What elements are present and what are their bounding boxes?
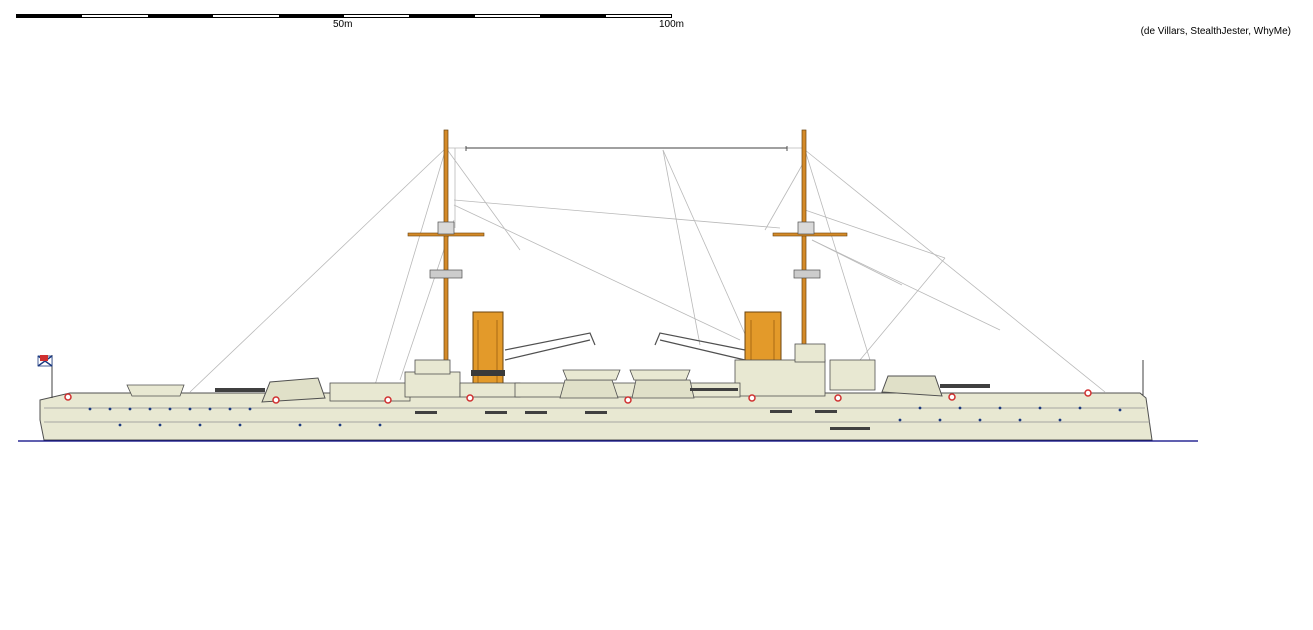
scale-bar: [16, 14, 672, 18]
scale-segment-dark: [147, 15, 214, 17]
scale-segment-dark: [540, 15, 606, 17]
fore-turret: [261, 377, 326, 403]
scale-segment-dark: [17, 15, 83, 17]
scale-segment-light: [474, 15, 541, 17]
hull: [39, 392, 1153, 441]
scale-segment-light: [344, 15, 410, 17]
scale-segment-light: [82, 15, 148, 17]
life-rings: [64, 389, 1092, 404]
scale-label-end: 100m: [659, 19, 685, 30]
aft-turret: [881, 375, 943, 397]
casemate-guns: [415, 410, 870, 430]
boats: [126, 369, 691, 397]
scale-label-mid: 50m: [333, 19, 353, 30]
cranes: [504, 332, 746, 361]
scale-segment-dark: [278, 15, 345, 17]
scale-segment-light: [605, 15, 672, 17]
portholes: [88, 406, 1122, 427]
rigging: [189, 147, 1106, 393]
scale-segment-dark: [409, 15, 475, 17]
fore-funnel: [471, 311, 505, 393]
scale-segment-light: [213, 15, 279, 17]
credit-text: (de Villars, StealthJester, WhyMe): [1140, 26, 1291, 37]
flag: [37, 355, 53, 398]
